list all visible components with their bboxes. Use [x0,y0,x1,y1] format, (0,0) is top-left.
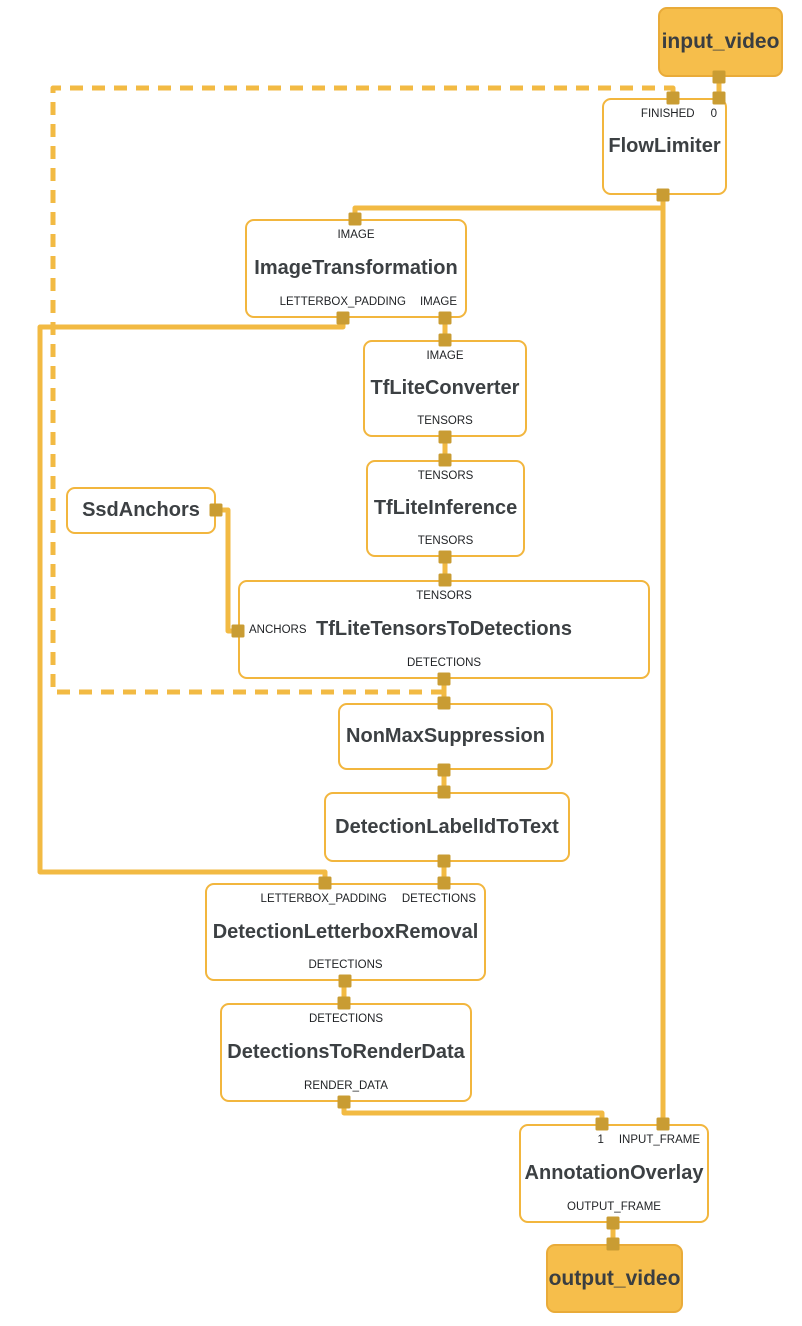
port-label-input-frame-in: INPUT_FRAME [618,1134,700,1146]
node-title: ImageTransformation [254,257,458,279]
input-port-labels: TENSORS [374,469,517,483]
input-port-labels: LETTERBOX_PADDING DETECTIONS [213,892,478,906]
port-label-letterbox-padding-out: LETTERBOX_PADDING [279,296,406,308]
output-port-labels: LETTERBOX_PADDING IMAGE [253,295,459,309]
output-port-labels: TENSORS [371,414,519,428]
input-port-labels: IMAGE [253,228,459,242]
node-title: input_video [661,30,780,53]
input-port-labels: TENSORS [246,589,642,603]
port-label-tensors-in: TENSORS [416,590,472,602]
port-label-image-in: IMAGE [426,350,464,362]
input-port-labels: FINISHED 0 [610,107,719,121]
output-port-labels: DETECTIONS [246,656,642,670]
edge-flowlimiter-to-imagetransformation [352,205,663,219]
node-tfliteconverter[interactable]: IMAGE TfLiteConverter TENSORS [363,340,527,437]
port-label-anchors-in: ANCHORS [249,623,307,636]
node-imagetransformation[interactable]: IMAGE ImageTransformation LETTERBOX_PADD… [245,219,467,318]
port-label-render-data-out: RENDER_DATA [304,1080,388,1092]
node-flowlimiter[interactable]: FINISHED 0 FlowLimiter [602,98,727,195]
port-label-image-out: IMAGE [419,296,457,308]
edge-renderdata-to-annotationoverlay [341,1102,605,1124]
port-label-image-in: IMAGE [337,229,375,241]
node-input-video[interactable]: input_video [658,7,783,77]
node-title: DetectionLabelIdToText [335,815,559,838]
port-label-tensors-in: TENSORS [417,470,474,482]
spacer [610,172,719,186]
node-title: DetectionLetterboxRemoval [212,920,479,943]
node-output-video[interactable]: output_video [546,1244,683,1313]
output-port-labels: TENSORS [374,534,517,548]
node-title: NonMaxSuppression [346,725,545,747]
input-port-labels: IMAGE [371,349,519,363]
node-detectionletterboxremoval[interactable]: LETTERBOX_PADDING DETECTIONS DetectionLe… [205,883,486,981]
input-port-labels: 1 INPUT_FRAME [527,1133,701,1147]
port-label-zero: 0 [710,108,717,120]
output-port-labels: RENDER_DATA [228,1079,464,1093]
node-detectionstorenderdata[interactable]: DETECTIONS DetectionsToRenderData RENDER… [220,1003,472,1102]
port-label-output-frame-out: OUTPUT_FRAME [567,1201,661,1213]
node-tflitetensorstodetections[interactable]: TENSORS ANCHORS TfLiteTensorsToDetection… [238,580,650,679]
node-tfliteinference[interactable]: TENSORS TfLiteInference TENSORS [366,460,525,557]
node-title: TfLiteConverter [370,377,520,399]
port-label-detections-out: DETECTIONS [406,657,482,669]
port-label-tensors-out: TENSORS [417,415,473,427]
input-port-labels: DETECTIONS [228,1012,464,1026]
port-label-detections-out: DETECTIONS [308,959,383,971]
edge-ssdanchors-to-anchors [216,507,238,634]
port-label-one-in: 1 [597,1134,604,1146]
port-label-detections-in: DETECTIONS [308,1013,384,1025]
node-title: AnnotationOverlay [524,1162,704,1184]
node-title: DetectionsToRenderData [227,1041,465,1063]
node-annotationoverlay[interactable]: 1 INPUT_FRAME AnnotationOverlay OUTPUT_F… [519,1124,709,1223]
node-title: output_video [548,1266,681,1290]
node-title: SsdAnchors [82,499,200,521]
output-port-labels: OUTPUT_FRAME [527,1200,701,1214]
node-title: TfLiteInference [373,497,518,519]
port-label-finished: FINISHED [640,108,695,120]
port-label-tensors-out: TENSORS [417,535,474,547]
node-nonmaxsuppression[interactable]: NonMaxSuppression [338,703,553,770]
node-title: FlowLimiter [608,135,721,157]
port-label-letterbox-padding-in: LETTERBOX_PADDING [260,893,387,905]
port-label-detections-in: DETECTIONS [401,893,476,905]
output-port-labels: DETECTIONS [213,958,478,972]
node-detectionlabelidtotext[interactable]: DetectionLabelIdToText [324,792,570,862]
node-ssdanchors[interactable]: SsdAnchors [66,487,216,534]
